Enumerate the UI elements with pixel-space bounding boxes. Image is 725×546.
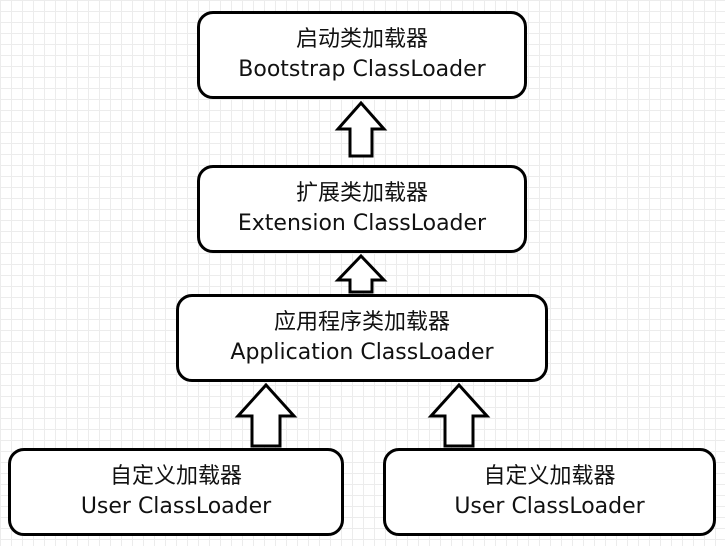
arrow-application-to-extension (334, 253, 388, 294)
user-2-en-label: User ClassLoader (454, 494, 645, 519)
extension-cn-label: 扩展类加载器 (295, 181, 428, 206)
extension-classloader-node: 扩展类加载器 Extension ClassLoader (197, 165, 527, 253)
application-cn-label: 应用程序类加载器 (273, 310, 450, 335)
user-1-en-label: User ClassLoader (80, 494, 272, 519)
arrow-extension-to-bootstrap (334, 100, 388, 158)
bootstrap-classloader-node: 启动类加载器 Bootstrap ClassLoader (197, 11, 527, 99)
application-en-label: Application ClassLoader (230, 340, 494, 365)
bootstrap-cn-label: 启动类加载器 (295, 27, 428, 52)
user-1-cn-label: 自定义加载器 (109, 464, 242, 489)
user-classloader-node-2: 自定义加载器 User ClassLoader (383, 448, 716, 536)
arrow-user-1-to-application (234, 382, 298, 448)
user-2-cn-label: 自定义加载器 (483, 464, 616, 489)
extension-en-label: Extension ClassLoader (237, 211, 487, 236)
arrow-user-2-to-application (427, 382, 491, 448)
bootstrap-en-label: Bootstrap ClassLoader (238, 57, 486, 82)
application-classloader-node: 应用程序类加载器 Application ClassLoader (176, 294, 548, 382)
user-classloader-node-1: 自定义加载器 User ClassLoader (8, 448, 344, 536)
